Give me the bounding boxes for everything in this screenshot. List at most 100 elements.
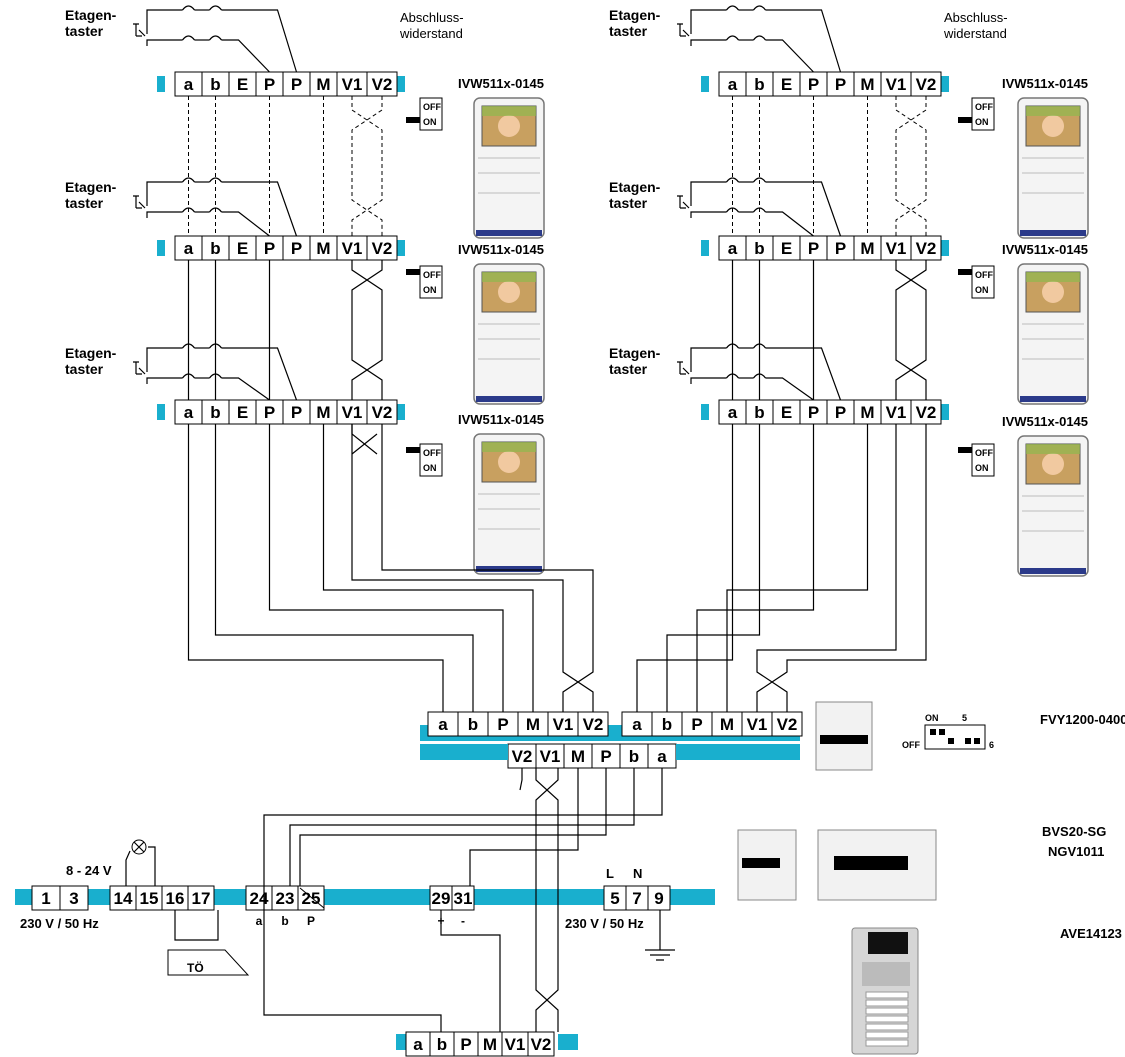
push-button-icon (138, 29, 146, 37)
terminal-label: a (184, 75, 194, 94)
mains-label: 230 V / 50 Hz (565, 916, 644, 931)
bus-wire (299, 768, 607, 886)
terminal-label: 3 (69, 889, 78, 908)
door-station-bell-button (865, 1023, 909, 1031)
terminal-label: V1 (886, 239, 907, 258)
termination-switch (419, 265, 443, 299)
floor-button-wire (221, 9, 298, 73)
switch-off-label: OFF (975, 102, 993, 112)
terminal-cell (135, 885, 163, 911)
terminal-cell (591, 743, 621, 769)
floor-button-label: taster (609, 361, 648, 377)
terminal-label: 23 (276, 889, 295, 908)
terminal-label: M (720, 715, 734, 734)
wire-crossing (726, 177, 739, 183)
floor-button-label: Etagen- (65, 345, 117, 361)
terminal-label: V1 (342, 75, 363, 94)
floor-button-wire (146, 347, 183, 372)
monitor-base (1020, 396, 1086, 402)
floor-button-wire (765, 211, 814, 237)
screen-foliage (1026, 444, 1080, 454)
terminal-cell (880, 399, 912, 425)
screen-foliage (482, 106, 536, 116)
terminal-label: a (657, 747, 667, 766)
terminal-label: a (184, 403, 194, 422)
terminal-label: a (728, 239, 738, 258)
door-station-model-label: AVE14123 (1060, 926, 1122, 941)
screen-face (1042, 281, 1064, 303)
terminal-sub-label: a (256, 914, 263, 928)
terminal-label: E (237, 403, 248, 422)
terminal-label: b (629, 747, 639, 766)
floor-button-label: taster (609, 195, 648, 211)
video-monitor-icon (1017, 97, 1089, 239)
terminal-label: P (291, 75, 302, 94)
din-rail-end (157, 76, 165, 92)
dashed-twisted-pair (351, 96, 383, 236)
terminal-label: P (264, 403, 275, 422)
terminal-label: V1 (886, 403, 907, 422)
terminal-label: 7 (632, 889, 641, 908)
riser-wire (214, 424, 474, 712)
terminal-label: V2 (372, 239, 393, 258)
terminal-cell (453, 1031, 479, 1057)
distributor-device-slot (820, 735, 868, 744)
lamp-wire (125, 850, 131, 886)
switch-on-label: ON (423, 463, 437, 473)
termination-switch (419, 97, 443, 131)
floor-button-wire (221, 39, 270, 73)
switch-lever (406, 269, 420, 275)
terminal-label: 16 (166, 889, 185, 908)
terminal-label: P (600, 747, 611, 766)
switch-off-label: OFF (975, 448, 993, 458)
terminal-label: V2 (777, 715, 798, 734)
terminator-label: Abschluss- (944, 10, 1008, 25)
monitor-base (476, 396, 542, 402)
floor-button-wire (765, 9, 842, 73)
terminal-label: P (264, 239, 275, 258)
terminal-label: P (691, 715, 702, 734)
floor-button-label: Etagen- (65, 179, 117, 195)
twist-marker (351, 424, 378, 455)
push-button-icon (677, 195, 686, 209)
terminal-label: P (835, 403, 846, 422)
floor-button-wire (146, 377, 183, 384)
door-station-bell-button (865, 999, 909, 1007)
terminal-cell (487, 711, 519, 737)
terminator-label: Abschluss- (400, 10, 464, 25)
terminal-label: 14 (114, 889, 133, 908)
monitor-base (476, 230, 542, 236)
terminal-label: a (413, 1035, 423, 1054)
din-rail-end (397, 76, 405, 92)
terminal-label: b (754, 75, 764, 94)
din-rail-end (941, 240, 949, 256)
distributor-model-label: FVY1200-0400 (1040, 712, 1125, 727)
terminal-cell (451, 885, 475, 911)
terminal-cell (282, 399, 311, 425)
switch-on-label: ON (975, 117, 989, 127)
floor-button-wire (146, 9, 183, 34)
floor-button-wire (221, 211, 270, 237)
switch-on-label: ON (423, 117, 437, 127)
terminal-label: b (662, 715, 672, 734)
floor-button-wire (690, 347, 727, 372)
terminal-sub-label: - (461, 914, 465, 928)
terminal-label: P (264, 75, 275, 94)
terminal-label: V1 (505, 1035, 526, 1054)
mains-label: 230 V / 50 Hz (20, 916, 99, 931)
power-supply-model-label: BVS20-SG (1042, 824, 1106, 839)
floor-button-wire (146, 211, 183, 218)
terminal-label: V2 (512, 747, 533, 766)
screen-foliage (1026, 272, 1080, 282)
door-station-speaker (862, 962, 910, 986)
floor-button-label: Etagen- (609, 179, 661, 195)
terminal-cell (880, 71, 912, 97)
terminal-label: a (728, 403, 738, 422)
dashed-twisted-pair (895, 96, 927, 236)
wire-crossing (182, 5, 195, 11)
